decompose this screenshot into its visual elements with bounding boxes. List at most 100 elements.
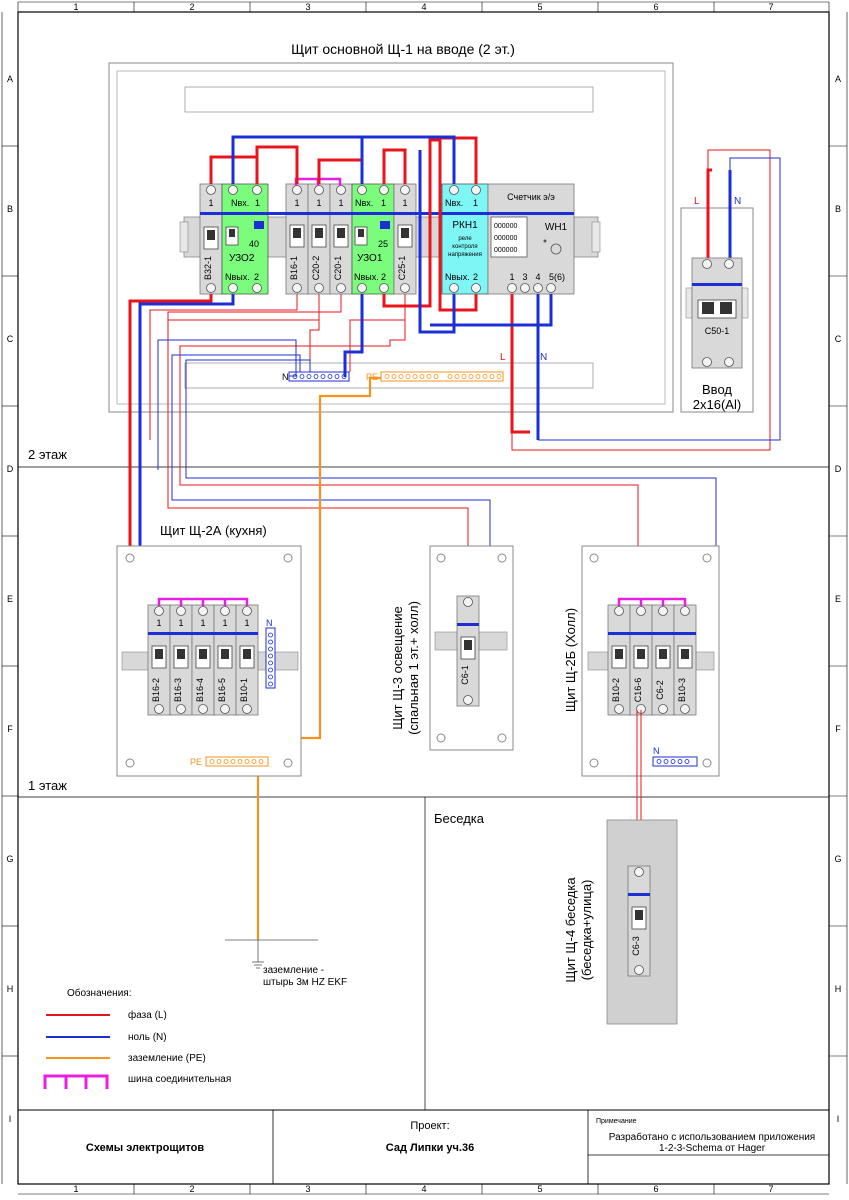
row-label: A xyxy=(7,74,13,84)
svg-text:2: 2 xyxy=(381,272,386,282)
input-n-label: N xyxy=(734,196,741,207)
pe-busbar xyxy=(380,371,504,382)
energy-meter-wh1: Счетчик э/э 000000 000000 000000 WH1 1 3… xyxy=(487,183,575,295)
svg-text:Nвх.: Nвх. xyxy=(231,198,249,208)
svg-text:1: 1 xyxy=(338,198,343,208)
breaker-label: С6-2 xyxy=(655,680,665,700)
svg-text:Nвых.: Nвых. xyxy=(225,272,250,282)
breaker-label: В16-1 xyxy=(289,256,299,280)
breaker-label: С6-3 xyxy=(631,936,641,956)
floor1-label: 1 этаж xyxy=(28,778,67,793)
row-label: F xyxy=(835,724,841,734)
pe-bus-label: PE xyxy=(190,757,202,767)
legend: Обозначения: фаза (L) ноль (N) заземлени… xyxy=(43,987,231,1089)
svg-text:1: 1 xyxy=(208,198,213,208)
col-label: 5 xyxy=(537,2,542,12)
main-panel-title: Щит основной Щ-1 на вводе (2 эт.) xyxy=(291,41,515,57)
legend-item: фаза (L) xyxy=(128,1009,167,1021)
svg-text:1: 1 xyxy=(473,198,478,208)
panel-3-subtitle: (спальная 1 эт.+ холл) xyxy=(406,601,421,735)
input-l-label: L xyxy=(694,196,700,207)
main-n-label: N xyxy=(540,352,547,363)
input-cable: 2x16(Al) xyxy=(693,397,741,412)
panel-4-subtitle: (беседка+улица) xyxy=(579,880,594,981)
note-line2: 1-2-3-Schema от Hager xyxy=(659,1143,766,1154)
input-title: Ввод xyxy=(702,382,732,397)
panel-2b: В10-2 С16-6 С6-2 В10-3 Щит Щ-2Б (Холл) N xyxy=(563,545,720,870)
breaker-label: В16-3 xyxy=(173,678,183,702)
col-label: 6 xyxy=(653,2,658,12)
grounding-symbol: заземление - штырь 3м HZ EKF xyxy=(225,939,347,988)
col-label: 1 xyxy=(73,1184,78,1194)
col-label: 7 xyxy=(768,2,773,12)
voltage-relay-rkn1: Nвх. 1 РКН1 реле контроля напряжения Nвы… xyxy=(441,183,489,295)
svg-text:1: 1 xyxy=(294,198,299,208)
legend-title: Обозначения: xyxy=(67,987,131,999)
svg-text:1: 1 xyxy=(244,618,249,628)
svg-text:4: 4 xyxy=(535,272,540,282)
frame-labels: 1 2 3 4 5 6 7 1 2 3 4 5 6 7 A B C D E F … xyxy=(6,2,841,1194)
svg-text:000000: 000000 xyxy=(494,223,517,230)
title-block: Схемы электрощитов Проект: Сад Липки уч.… xyxy=(18,1109,829,1184)
svg-text:000000: 000000 xyxy=(494,247,517,254)
col-label: 6 xyxy=(653,1184,658,1194)
col-label: 4 xyxy=(421,1184,426,1194)
panel-2b-title: Щит Щ-2Б (Холл) xyxy=(563,608,578,712)
svg-text:1: 1 xyxy=(509,272,514,282)
svg-text:1: 1 xyxy=(156,618,161,628)
row-label: G xyxy=(6,854,13,864)
grounding-label: заземление - xyxy=(263,965,324,976)
rcd-label: УЗО1 xyxy=(357,253,383,264)
row-label: E xyxy=(835,594,841,604)
col-label: 7 xyxy=(768,1184,773,1194)
svg-text:40: 40 xyxy=(249,239,259,249)
breaker-s20-1: 1 С20-1 xyxy=(329,183,353,295)
legend-item: шина соединительная xyxy=(128,1074,231,1085)
main-l-label: L xyxy=(500,352,506,363)
legend-swatch-bus xyxy=(43,1074,109,1089)
panel-3-title: Щит Щ-3 освещение xyxy=(390,606,405,730)
svg-text:25: 25 xyxy=(378,239,388,249)
connecting-bus xyxy=(157,597,249,606)
row-label: G xyxy=(834,854,841,864)
svg-text:напряжения: напряжения xyxy=(448,252,482,258)
svg-text:Nвых.: Nвых. xyxy=(354,272,379,282)
svg-text:1: 1 xyxy=(316,198,321,208)
svg-text:WH1: WH1 xyxy=(545,222,568,233)
breaker-v32-1: 1 В32-1 xyxy=(199,183,223,295)
row-label: D xyxy=(7,464,14,474)
row-label: A xyxy=(835,74,841,84)
panel-4: С6-3 Щит Щ-4 беседка (беседка+улица) xyxy=(563,819,678,1025)
panel-3: С6-1 Щит Щ-3 освещение (спальная 1 эт.+ … xyxy=(390,545,514,751)
breaker-label: В16-5 xyxy=(217,678,227,702)
input-panel: L N С50-1 Ввод 2x16(Al) xyxy=(680,168,754,413)
svg-text:РКН1: РКН1 xyxy=(452,220,478,231)
col-label: 1 xyxy=(73,2,78,12)
row-label: C xyxy=(7,334,14,344)
breaker-label: В10-2 xyxy=(611,678,621,702)
n-bus-label: N xyxy=(282,372,289,382)
grounding-label-2: штырь 3м HZ EKF xyxy=(263,977,347,988)
svg-text:Счетчик э/э: Счетчик э/э xyxy=(507,192,555,202)
panel-2a-title: Щит Щ-2А (кухня) xyxy=(160,523,267,538)
svg-text:000000: 000000 xyxy=(494,235,517,242)
row-label: C xyxy=(835,334,842,344)
row-label: B xyxy=(835,204,841,214)
svg-text:реле: реле xyxy=(458,236,472,242)
breaker-label: С25-1 xyxy=(397,256,407,281)
svg-text:1: 1 xyxy=(402,198,407,208)
row-label: D xyxy=(835,464,842,474)
col-label: 2 xyxy=(189,2,194,12)
svg-text:1: 1 xyxy=(178,618,183,628)
panel-2a: Щит Щ-2А (кухня) 1 1 1 1 1 В16-2 В16-3 В… xyxy=(116,523,302,777)
svg-text:1: 1 xyxy=(222,618,227,628)
breaker-label: С6-1 xyxy=(460,665,470,685)
connecting-bus xyxy=(617,597,687,606)
svg-text:1: 1 xyxy=(200,618,205,628)
breaker-label: В16-2 xyxy=(151,678,161,702)
svg-text:Nвх.: Nвх. xyxy=(355,198,373,208)
project-label: Проект: xyxy=(410,1120,449,1132)
svg-text:контроля: контроля xyxy=(452,244,477,250)
col-label: 4 xyxy=(421,2,426,12)
